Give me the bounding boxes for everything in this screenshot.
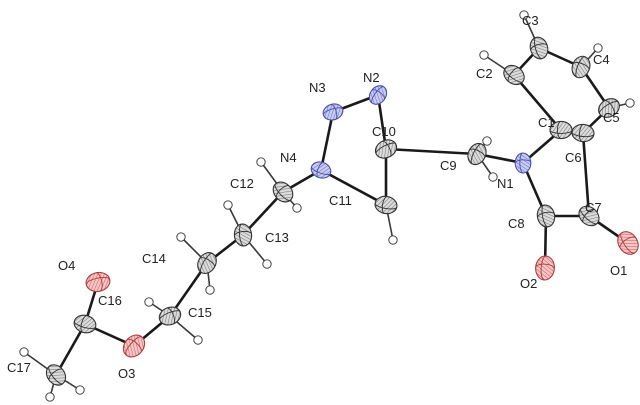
atom-n2 (368, 85, 388, 105)
bond-n4-c11 (319, 168, 388, 207)
atom-label-c10: C10 (372, 124, 396, 139)
hydrogen-atom (519, 10, 529, 20)
hydrogen-atom (292, 203, 302, 213)
bond-c6-c7 (581, 131, 591, 218)
atom-label-c16: C16 (98, 293, 122, 308)
atom-c12 (272, 181, 294, 203)
atom-o4 (85, 271, 111, 293)
hydrogen-atom (262, 259, 272, 269)
atom-c3 (529, 36, 549, 60)
atom-o2 (535, 255, 555, 281)
atom-label-c15: C15 (188, 305, 212, 320)
atom-label-c1: C1 (538, 115, 555, 130)
atom-label-c17: C17 (7, 360, 31, 375)
bond-c16-c17 (54, 322, 87, 377)
hydrogen-atom (256, 157, 266, 167)
atom-label-c5: C5 (603, 110, 620, 125)
atom-label-n3: N3 (309, 80, 326, 95)
atom-label-o2: O2 (520, 276, 537, 291)
atom-label-n1: N1 (497, 176, 514, 191)
atom-label-c7: C7 (585, 200, 602, 215)
bond-n3-n4 (319, 110, 335, 172)
hydrogen-atom (593, 43, 603, 53)
atom-label-c8: C8 (508, 216, 525, 231)
hydrogen-atom (488, 172, 498, 182)
atom-label-c13: C13 (265, 230, 289, 245)
atom-c8 (536, 204, 556, 228)
hydrogen-atom (482, 136, 492, 146)
atom-c10 (374, 139, 398, 159)
atom-c17 (45, 364, 67, 386)
atom-n4 (310, 161, 332, 179)
hydrogen-atom (176, 232, 186, 242)
hydrogen-atom (625, 98, 635, 108)
atom-label-c14: C14 (142, 251, 166, 266)
bond-c9-c10 (384, 147, 479, 156)
atom-label-c4: C4 (593, 52, 610, 67)
atom-label-o1: O1 (610, 263, 627, 278)
atom-n1 (514, 152, 532, 174)
atom-label-n2: N2 (363, 70, 380, 85)
atom-c11 (374, 195, 398, 215)
hydrogen-atom (144, 297, 154, 307)
atom-label-c6: C6 (565, 150, 582, 165)
hydrogen-atom (193, 335, 203, 345)
atom-label-n4: N4 (280, 150, 297, 165)
atom-n3 (322, 103, 344, 121)
hydrogen-atom (223, 200, 233, 210)
atom-c15 (158, 306, 182, 326)
atom-o3 (122, 334, 146, 358)
hydrogen-atom (479, 50, 489, 60)
atom-c9 (467, 142, 487, 166)
atom-label-c12: C12 (230, 176, 254, 191)
atom-c6 (571, 123, 595, 143)
hydrogen-atom (75, 385, 85, 395)
atom-c7 (578, 205, 600, 227)
bond-c1-c2 (512, 73, 563, 132)
hydrogen-atom (205, 285, 215, 295)
atom-c16 (73, 314, 97, 334)
atom-label-c2: C2 (476, 66, 493, 81)
atom-c13 (233, 223, 253, 247)
atom-label-c3: C3 (522, 13, 539, 28)
atom-c14 (197, 252, 217, 274)
atom-c5 (598, 98, 620, 118)
hydrogen-atom (19, 347, 29, 357)
hydrogen-atom (45, 392, 55, 402)
atom-label-c11: C11 (329, 193, 352, 208)
atom-label-o3: O3 (118, 366, 135, 381)
hydrogen-atom (388, 235, 398, 245)
atom-c4 (571, 55, 591, 79)
atom-o1 (617, 231, 639, 255)
atom-label-o4: O4 (58, 258, 75, 273)
atom-c2 (503, 64, 525, 86)
atom-label-c9: C9 (440, 158, 457, 173)
